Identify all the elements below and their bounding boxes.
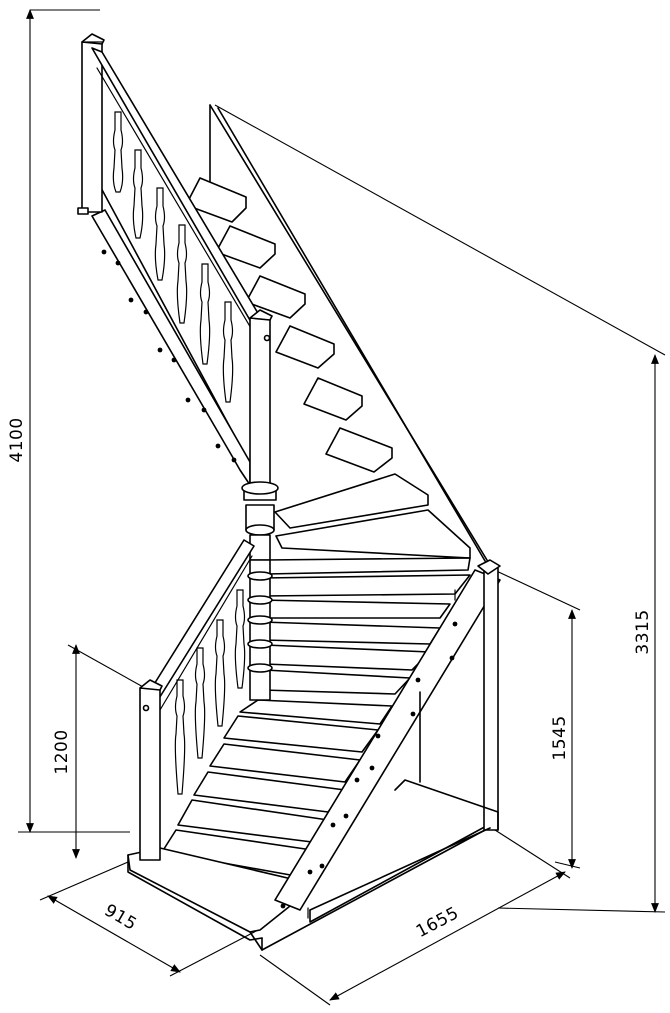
upper-balusters — [112, 111, 234, 403]
baluster — [214, 619, 226, 727]
side-frame — [307, 691, 421, 919]
floor-height-label: 3315 — [633, 609, 653, 654]
lower-newel-post — [139, 679, 163, 861]
baluster — [176, 224, 188, 324]
dimension-lines — [18, 9, 666, 1006]
winder-treads — [127, 557, 471, 933]
upper-flight-treads — [185, 177, 471, 559]
baluster — [234, 589, 246, 689]
baluster — [112, 111, 124, 193]
baluster — [174, 679, 186, 795]
baluster — [132, 149, 144, 239]
baluster — [154, 187, 166, 281]
length-label: 1655 — [413, 903, 462, 942]
total-height-label: 4100 — [7, 417, 27, 462]
baluster — [194, 647, 206, 759]
middle-newel-post — [241, 309, 279, 701]
stringer-bolts — [280, 621, 458, 909]
right-stringer — [274, 559, 501, 911]
railing-height-label: 1200 — [52, 729, 72, 774]
upper-stringer-bolts — [101, 249, 237, 463]
lower-balusters — [174, 589, 246, 795]
upper-newel-post — [77, 33, 105, 215]
baluster — [222, 301, 234, 403]
baluster — [199, 263, 211, 365]
landing-height-label: 1545 — [550, 715, 570, 760]
upper-handrail — [91, 47, 269, 341]
